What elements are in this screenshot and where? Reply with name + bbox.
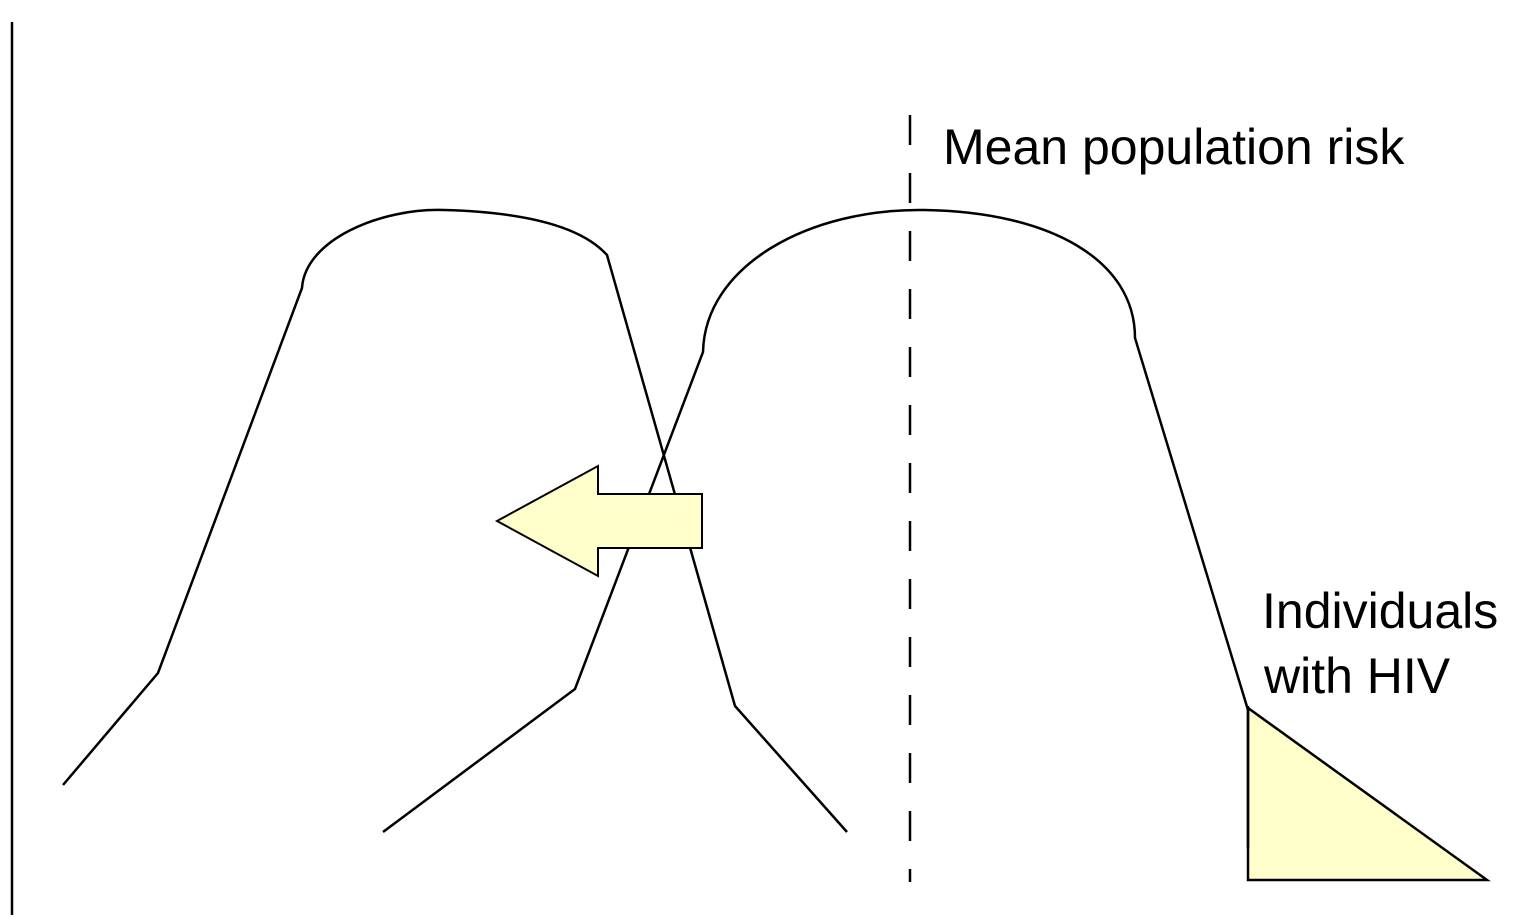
shift-left-arrow: [494, 464, 703, 578]
original-distribution-curve: [382, 208, 1250, 834]
with-hiv-label: with HIV: [1263, 648, 1451, 704]
mean-population-risk-label: Mean population risk: [943, 119, 1405, 175]
individuals-label: Individuals: [1262, 583, 1498, 639]
high-risk-tail-triangle: [1246, 705, 1491, 882]
shifted-distribution-curve: [62, 208, 848, 833]
